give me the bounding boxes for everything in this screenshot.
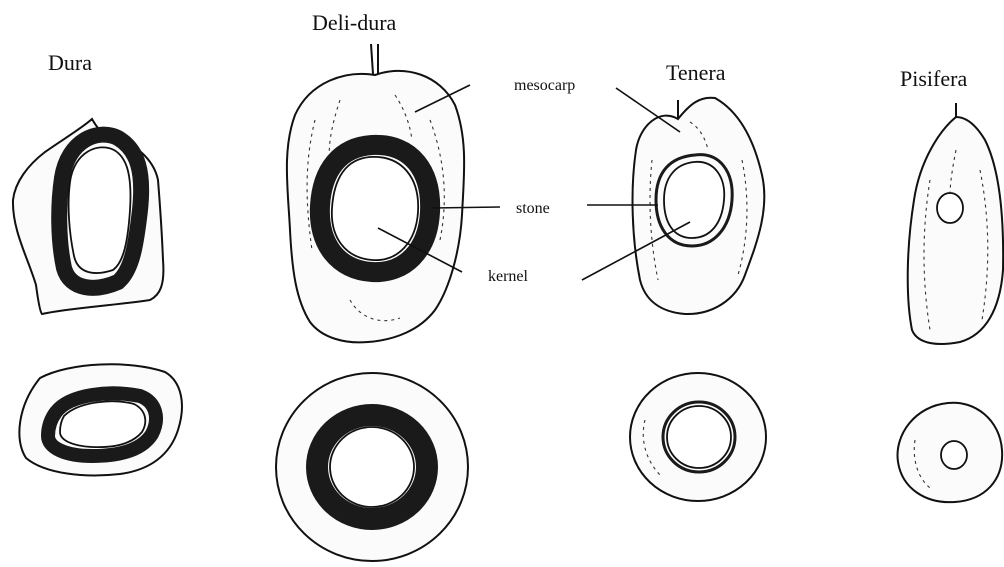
deli-dura-transverse-section <box>276 373 468 561</box>
tenera-transverse-section <box>630 373 766 501</box>
label-kernel: kernel <box>488 268 529 285</box>
label-stone: stone <box>516 200 550 217</box>
deli-dura-longitudinal-section <box>287 44 464 342</box>
leader-stone-to-deli-dura <box>432 207 500 208</box>
deli-dura-cross-kernel <box>330 427 414 507</box>
title-dura: Dura <box>48 50 92 75</box>
dura-longitudinal-section <box>13 119 163 314</box>
pisifera-transverse-section <box>898 403 1003 502</box>
tenera-longitudinal-section <box>633 98 765 314</box>
pisifera-cross-kernel <box>941 441 967 469</box>
title-pisifera: Pisifera <box>900 66 967 91</box>
title-tenera: Tenera <box>666 60 726 85</box>
deli-dura-stalk <box>371 44 378 74</box>
deli-dura-kernel <box>332 157 418 260</box>
dura-kernel <box>69 147 131 273</box>
title-deli-dura: Deli-dura <box>312 10 397 35</box>
tenera-kernel <box>664 162 724 238</box>
pisifera-longitudinal-section <box>908 103 1003 344</box>
dura-transverse-section <box>19 364 182 475</box>
pisifera-kernel <box>937 193 963 223</box>
label-mesocarp: mesocarp <box>514 77 575 94</box>
tenera-cross-kernel <box>667 406 731 468</box>
